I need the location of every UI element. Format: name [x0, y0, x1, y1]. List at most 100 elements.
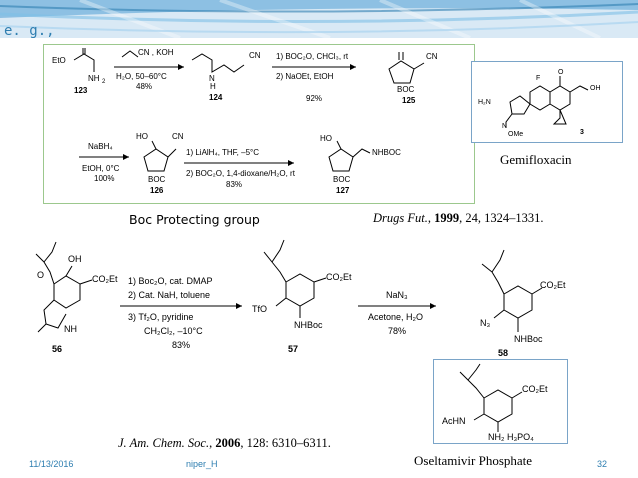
gemi-h2n: H₂N [478, 99, 491, 106]
cmp127-nhboc: NHBOC [372, 148, 401, 157]
caption-drugs-citation: Drugs Fut., 1999, 24, 1324–1331. [373, 211, 544, 225]
scheme1-svg: EtO NH 2 123 CN , KOH H₂O, 50–60°C 48% C… [52, 48, 438, 195]
drugs-year: 1999 [434, 211, 460, 225]
reagent3-bottom2: 100% [94, 174, 114, 183]
banner-stripes [0, 0, 638, 38]
reagent3-top: NaBH₄ [88, 142, 113, 151]
cmp56-oh: OH [68, 254, 82, 264]
arrow-5-head [236, 303, 242, 309]
oseltamivir-svg: CO₂Et AcHN NH₂ H₃PO₄ [442, 363, 548, 442]
cmp57-number: 57 [288, 344, 298, 354]
cmp125-cn: CN [426, 52, 438, 61]
cmp57-tfo: TfO [252, 304, 267, 314]
arrow-2-head [350, 64, 356, 70]
osel-achn: AcHN [442, 416, 466, 426]
cmp124-cn: CN [249, 51, 261, 60]
cmp57-nhboc: NHBoc [294, 320, 323, 330]
cmp127-ho: HO [320, 134, 332, 143]
arrow-3-head [123, 154, 129, 160]
s2-reagent2-line3: 78% [388, 326, 406, 336]
osel-nh2: NH₂ H₃PO₄ [488, 432, 534, 442]
cmp127-boc: BOC [333, 175, 351, 184]
s2-reagent2-line1: NaN₃ [386, 290, 408, 300]
scheme-box-1: EtO NH 2 123 CN , KOH H₂O, 50–60°C 48% C… [43, 44, 475, 204]
footer-date: 11/13/2016 [29, 459, 74, 469]
cmp125-number: 125 [402, 96, 416, 105]
acrylonitrile-icon [121, 50, 139, 58]
compound-124 [191, 53, 245, 73]
s2-reagent1-line3: 3) Tf₂O, pyridine [128, 312, 193, 322]
arrow-1-head [178, 64, 184, 70]
s2-reagent1-line2: 2) Cat. NaH, toluene [128, 290, 210, 300]
cmp126-boc: BOC [148, 175, 166, 184]
gemifloxacin-svg: F O OH H₂N N OMe 3 [478, 69, 601, 138]
caption-jacs-citation: J. Am. Chem. Soc., 2006, 128: 6310–6311. [118, 436, 331, 450]
compound-57 [263, 239, 327, 318]
reagent3-bottom1: EtOH, 0°C [82, 164, 120, 173]
compound-125 [388, 52, 425, 84]
cmp123-eto: EtO [52, 56, 66, 65]
gemifloxacin-rings [505, 76, 589, 128]
s2-reagent1-line1: 1) Boc₂O, cat. DMAP [128, 276, 213, 286]
compound-56 [35, 241, 93, 333]
reagent2-line1: 1) BOC₂O, CHCl₃, rt [276, 52, 349, 61]
cmp126-ho: HO [136, 132, 148, 141]
cmp56-number: 56 [52, 344, 62, 354]
arrow-4-head [288, 160, 294, 166]
drugs-rest: , 24, 1324–1331. [459, 211, 544, 225]
cmp58-n3: N₃ [480, 318, 490, 328]
s2-reagent1-line4: CH₂Cl₂, –10°C [144, 326, 203, 336]
cmp123-sub: 2 [102, 79, 106, 85]
cmp58-co2et: CO₂Et [540, 280, 566, 290]
cmp57-co2et: CO₂Et [326, 272, 352, 282]
caption-gemifloxacin: Gemifloxacin [500, 152, 572, 167]
cmp126-cn: CN [172, 132, 184, 141]
gemi-number: 3 [580, 129, 584, 136]
s2-reagent2-line2: Acetone, H₂O [368, 312, 423, 322]
reagent1-bottom1: H₂O, 50–60°C [116, 72, 167, 81]
gemi-f: F [536, 75, 540, 82]
compound-126 [143, 140, 177, 172]
cmp125-boc: BOC [397, 85, 415, 94]
cmp56-nh: NH [64, 324, 77, 334]
compound-127 [328, 140, 371, 172]
jacs-rest: , 128: 6310–6311. [240, 436, 331, 450]
cmp124-n: N [209, 74, 215, 83]
cmp58-nhboc: NHBoc [514, 334, 543, 344]
drugs-journal: Drugs Fut. [373, 211, 428, 225]
header-banner [0, 0, 638, 38]
jacs-journal: J. Am. Chem. Soc. [118, 436, 210, 450]
gemi-ome: OMe [508, 131, 523, 138]
reagent2-line2: 2) NaOEt, EtOH [276, 72, 334, 81]
footer-page-number: 32 [597, 459, 608, 469]
osel-co2et: CO₂Et [522, 384, 548, 394]
reagent1-bottom2: 48% [136, 82, 152, 91]
cmp56-o: O [37, 270, 44, 280]
scheme2-svg: O OH CO₂Et NH 56 1) Boc₂O, cat. DMAP 2) … [35, 239, 566, 358]
caption-boc-protecting-group: Boc Protecting group [129, 212, 260, 227]
arrow-6-head [430, 303, 436, 309]
reagent1-top: CN , KOH [138, 48, 174, 57]
reagent4-line2: 2) BOC₂O, 1,4-dioxane/H₂O, rt [186, 169, 296, 178]
reagent4-line1: 1) LiAlH₄, THF, –5°C [186, 148, 259, 157]
cmp124-number: 124 [209, 93, 223, 102]
gemi-o: O [558, 69, 564, 76]
gemifloxacin-box: F O OH H₂N N OMe 3 [471, 61, 623, 143]
cmp126-number: 126 [150, 186, 164, 195]
s2-reagent1-line5: 83% [172, 340, 190, 350]
gemi-oh: OH [590, 85, 601, 92]
compound-123 [73, 48, 95, 72]
cmp123-nh2: NH [88, 74, 100, 83]
footer-author: niper_H [186, 459, 218, 469]
reagent2-line3: 92% [306, 94, 322, 103]
reagent4-line3: 83% [226, 180, 242, 189]
cmp127-number: 127 [336, 186, 350, 195]
eg-label: e. g., [4, 23, 55, 39]
gemi-n: N [502, 123, 507, 130]
oseltamivir-box: CO₂Et AcHN NH₂ H₃PO₄ [433, 359, 568, 444]
cmp56-co2et: CO₂Et [92, 274, 118, 284]
compound-58 [481, 249, 543, 332]
caption-oseltamivir: Oseltamivir Phosphate [414, 453, 533, 468]
oseltamivir-ring [459, 363, 523, 432]
cmp124-h: H [210, 82, 216, 91]
